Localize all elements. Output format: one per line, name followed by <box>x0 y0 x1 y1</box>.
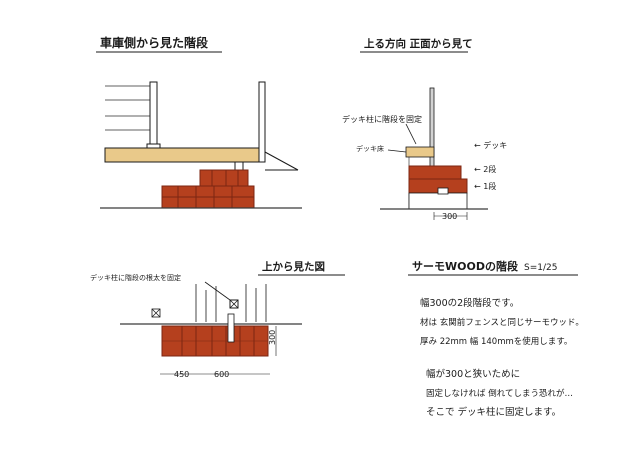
front-callout-leader <box>405 123 417 145</box>
front-label-step2: ← 2段 <box>474 164 496 174</box>
front-dim-label: 300 <box>442 212 457 221</box>
front-deck-label: デッキ床 <box>356 144 384 153</box>
front-callout: デッキ柱に階段を固定 <box>342 114 422 124</box>
note-line-3: 厚み 22mm 幅 140mmを使用します。 <box>420 336 572 347</box>
note-line-2: 材は 玄関前フェンスと同じサーモウッド。 <box>420 317 584 328</box>
top-dim-450: 450 <box>174 370 189 379</box>
notes-block: サーモWOODの階段 S=1/25 幅300の2段階段です。 材は 玄関前フェン… <box>408 259 584 418</box>
deck-railing <box>105 85 150 131</box>
garage-side-title: 車庫側から見た階段 <box>100 35 209 50</box>
note-line-6: 固定しなければ 倒れてしまう恐れが… <box>426 388 573 399</box>
front-label-step1: ← 1段 <box>474 181 496 191</box>
note-line-1: 幅300の2段階段です。 <box>420 297 519 309</box>
note-line-5: 幅が300と狭いために <box>426 368 520 380</box>
garage-side-stairs <box>161 169 255 209</box>
top-stairs-plan <box>161 313 269 357</box>
top-dim-600: 600 <box>214 370 229 379</box>
railing-post-base <box>146 143 161 149</box>
top-stair-joist <box>227 313 235 343</box>
front-view: 上る方向 正面から見て デッキ柱に階段を固定 デッキ床 ← デッキ ← 2段 ←… <box>342 37 507 221</box>
front-deck-leader <box>387 149 407 153</box>
front-view-title: 上る方向 正面から見て <box>364 37 473 50</box>
front-step-2 <box>408 165 462 180</box>
front-deck-slab <box>405 146 435 158</box>
top-callout-leader <box>204 281 231 301</box>
top-deck-boards <box>195 284 267 322</box>
railing-post <box>149 81 158 147</box>
wall-line <box>264 151 299 171</box>
stair-upper-tread <box>199 169 249 187</box>
top-view: 上から見た図 デッキ柱に階段の根太を固定 <box>90 260 345 379</box>
top-dim-right-label: 300 <box>268 330 277 345</box>
note-line-7: そこで デッキ柱に固定します。 <box>426 406 561 418</box>
front-step-frame <box>408 192 468 210</box>
front-label-deck: ← デッキ <box>474 140 507 150</box>
top-callout: デッキ柱に階段の根太を固定 <box>90 273 181 282</box>
garage-side-view: 車庫側から見た階段 <box>96 35 302 209</box>
notes-scale: S=1/25 <box>524 263 557 273</box>
house-wall <box>258 81 266 163</box>
front-step-bracket <box>437 187 449 195</box>
notes-title: サーモWOODの階段 <box>412 259 518 273</box>
top-view-title: 上から見た図 <box>262 260 325 273</box>
deck-slab <box>104 147 263 163</box>
